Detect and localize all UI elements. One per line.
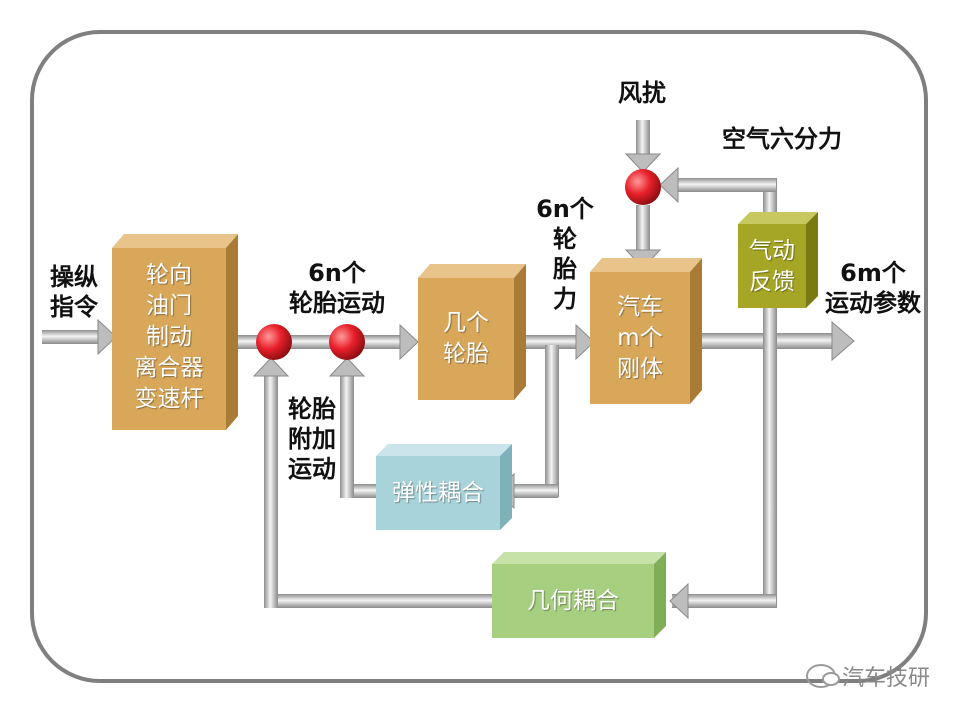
summing-node-1	[256, 324, 292, 360]
label-control-command: 操纵 指令	[50, 263, 98, 321]
label-output-params: 6m个 运动参数	[825, 259, 921, 317]
label-aero-six-forces: 空气六分力	[722, 125, 842, 153]
wechat-icon	[805, 664, 840, 688]
summing-node-top	[625, 169, 661, 205]
block-controls-label: 轮向 油门 制动 离合器 变速杆	[134, 262, 204, 412]
block-geometric-label: 几何耦合	[527, 588, 619, 614]
watermark-text: 汽车技研	[841, 666, 930, 691]
block-aero-feedback-label: 气动 反馈	[749, 238, 795, 295]
label-tire-motion: 6n个 轮胎运动	[289, 259, 385, 317]
block-tires	[418, 264, 526, 400]
summing-node-2	[329, 324, 365, 360]
block-tires-label: 几个 轮胎	[443, 310, 489, 367]
block-elastic	[376, 444, 512, 530]
block-vehicle	[590, 258, 702, 404]
arrow-command-in	[42, 318, 117, 356]
label-wind: 风扰	[618, 79, 666, 107]
label-tire-extra-motion: 轮胎 附加 运动	[288, 395, 336, 483]
watermark: 汽车技研	[805, 660, 930, 692]
block-aero-feedback	[738, 212, 818, 308]
line-elastic-to-node2	[328, 357, 378, 498]
block-vehicle-label: 汽车 m个 刚体	[617, 294, 663, 382]
arrow-wind-in	[624, 120, 662, 173]
block-controls	[112, 234, 238, 430]
block-geometric	[492, 552, 666, 638]
line-aero-feedback	[659, 166, 776, 204]
block-elastic-label: 弹性耦合	[392, 480, 484, 506]
arrow-tires-to-vehicle	[520, 323, 595, 361]
label-tire-force: 6n个 轮 胎 力	[536, 195, 594, 313]
